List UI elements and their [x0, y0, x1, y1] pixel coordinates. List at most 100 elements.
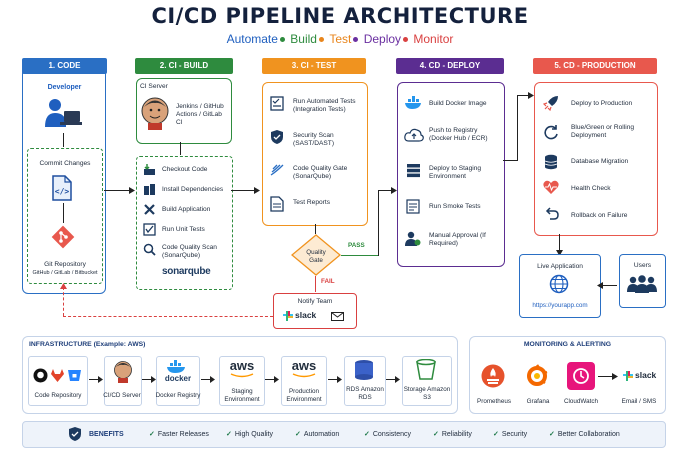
monitoring-item-email-sms: Email / SMS: [621, 398, 657, 405]
sonar-wave-icon: [270, 164, 284, 176]
ci-server-label: CI Server: [140, 83, 168, 90]
prometheus-icon: [481, 364, 505, 388]
rollback-icon: [545, 207, 559, 220]
live-application-box: [519, 254, 601, 318]
aws-smile-icon-2: [292, 373, 316, 378]
jenkins-icon: [141, 97, 169, 130]
production-step-4: Health Check: [571, 185, 611, 192]
deploy-header: 4. CD - DEPLOY: [396, 58, 504, 74]
build-steps-box: [136, 156, 233, 290]
notify-team-label: Notify Team: [297, 298, 333, 305]
ci-server-sub: Jenkins / GitHub Actions / GitLab CI: [176, 103, 224, 126]
build-step-1: Checkout Code: [162, 166, 208, 173]
subtitle-monitor: Monitor: [413, 32, 454, 46]
approval-user-icon: [405, 231, 421, 246]
test-step-3: Code Quality Gate (SonarQube): [293, 165, 348, 180]
commit-label: Commit Changes: [39, 160, 91, 167]
developer-label: Developer: [47, 84, 82, 91]
file-code-icon: </>: [52, 175, 72, 201]
dependencies-icon: [144, 184, 155, 195]
test-step-4: Test Reports: [293, 199, 331, 206]
code-header: 1. CODE: [22, 58, 107, 74]
live-application-label: Live Application: [537, 263, 583, 270]
build-header: 2. CI - BUILD: [135, 58, 233, 74]
globe-icon: [549, 274, 569, 294]
sonarqube-logo: sonarqube: [162, 266, 211, 277]
health-heart-icon: [543, 180, 559, 194]
report-icon: [270, 196, 284, 212]
grafana-icon: [527, 364, 548, 386]
subtitle-test: Test: [329, 32, 352, 46]
build-step-5: Code Quality Scan (SonarQube): [162, 244, 217, 259]
production-header: 5. CD - PRODUCTION: [533, 58, 657, 74]
benefits-bar: [22, 421, 666, 448]
test-step-2: Security Scan (SAST/DAST): [293, 132, 335, 147]
infra-item-rds: RDS Amazon RDS: [346, 386, 384, 401]
code-flow-box: [27, 148, 103, 284]
rds-icon: [355, 360, 373, 380]
slack-label: slack: [295, 310, 317, 320]
deploy-steps-box: [397, 82, 505, 267]
docker-wordmark: docker: [164, 374, 192, 383]
test-header: 3. CI - TEST: [262, 58, 366, 74]
benefit-6: ✓Security: [493, 431, 528, 438]
deploy-step-4: Run Smoke Tests: [429, 203, 481, 210]
docker-whale-icon: [167, 360, 185, 373]
monitoring-item-grafana: Grafana: [526, 398, 550, 405]
infra-item-code-repo: Code Repository: [34, 392, 82, 399]
fail-label: FAIL: [321, 278, 335, 285]
test-step-1: Run Automated Tests (Integration Tests): [293, 98, 356, 113]
checkout-icon: [144, 164, 155, 175]
quality-gate-diamond: [291, 234, 341, 276]
cloudwatch-icon: [567, 362, 595, 390]
benefits-title: BENEFITS: [89, 431, 124, 438]
infra-staging-box: [219, 356, 265, 406]
benefit-7: ✓Better Collaboration: [549, 431, 620, 438]
rocket-icon: [543, 96, 558, 111]
cloud-upload-icon: [404, 128, 424, 142]
build-step-2: Install Dependencies: [162, 186, 224, 193]
infra-item-docker-registry: Docker Registry: [155, 392, 201, 399]
infra-item-s3: Storage Amazon S3: [403, 386, 451, 401]
pass-label: PASS: [348, 242, 365, 249]
jenkins-small-icon: [114, 361, 132, 383]
benefit-4: ✓Consistency: [364, 431, 412, 438]
slack-monitor-icon: [623, 371, 633, 381]
infra-item-cicd: CI/CD Server: [103, 392, 141, 399]
docker-icon: [405, 96, 421, 109]
subtitle-deploy: Deploy: [363, 32, 402, 46]
deploy-step-5: Manual Approval (If Required): [429, 232, 486, 247]
github-icon: [33, 368, 48, 383]
monitoring-item-cloudwatch: CloudWatch: [563, 398, 599, 405]
build-step-3: Build Application: [162, 206, 211, 213]
production-step-3: Database Migration: [571, 158, 629, 165]
users-box: [619, 254, 666, 308]
shield-check-icon: [69, 427, 81, 441]
benefit-3: ✓Automation: [295, 431, 340, 438]
database-icon: [544, 154, 558, 170]
subtitle-build: Build: [290, 32, 317, 46]
subtitle: Automate Build Test Deploy Monitor: [0, 32, 680, 46]
monitoring-title: MONITORING & ALERTING: [523, 341, 612, 348]
git-repo-label: Git Repository: [44, 261, 86, 268]
gitlab-icon: [51, 369, 64, 382]
slack-icon: [283, 311, 293, 321]
benefit-5: ✓Reliability: [433, 431, 472, 438]
aws-staging-logo: aws: [229, 358, 255, 373]
svg-text:</>: </>: [55, 187, 70, 196]
infrastructure-title: INFRASTRUCTURE (Example: AWS): [29, 341, 146, 348]
server-stack-icon: [407, 164, 420, 178]
unit-test-icon: [143, 223, 156, 236]
refresh-icon: [544, 125, 558, 140]
benefit-1: ✓Faster Releases: [149, 431, 209, 438]
email-icon: [331, 312, 344, 321]
aws-production-logo: aws: [291, 358, 317, 373]
smoke-test-icon: [406, 199, 420, 214]
app-url[interactable]: https://yourapp.com: [532, 302, 588, 309]
developer-icon: [45, 99, 82, 127]
git-repo-sub: GitHub / GitLab / Bitbucket: [32, 270, 98, 276]
aws-smile-icon: [230, 373, 254, 378]
users-label: Users: [633, 262, 652, 269]
automated-test-icon: [270, 96, 284, 111]
monitoring-item-prometheus: Prometheus: [477, 398, 511, 405]
